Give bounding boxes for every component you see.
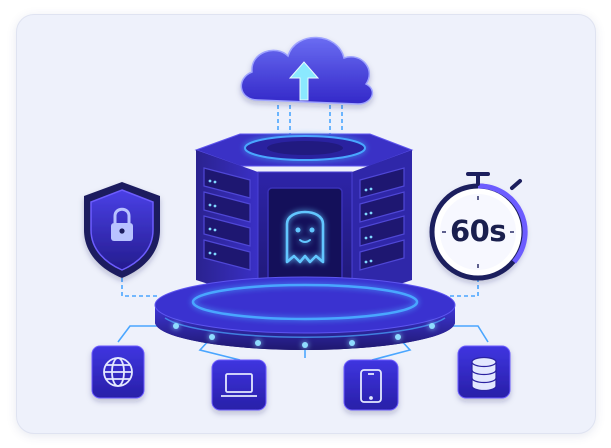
base-platform xyxy=(154,276,456,350)
globe-icon xyxy=(103,357,133,387)
laptop-tile xyxy=(211,359,267,411)
right-drive-lights xyxy=(364,187,373,264)
base-nodes xyxy=(173,323,435,348)
laptop-icon xyxy=(221,373,257,397)
globe-tile xyxy=(91,345,145,399)
timer-label: 60s xyxy=(449,214,507,248)
database-tile xyxy=(457,345,511,399)
smartphone-tile xyxy=(343,359,399,411)
cloud-upload-icon xyxy=(240,36,374,105)
database-icon xyxy=(471,356,497,392)
ghost-icon xyxy=(285,210,325,264)
left-drive-lights xyxy=(208,179,217,256)
right-drive-bays xyxy=(359,167,405,271)
left-drive-bays xyxy=(203,167,251,271)
stopwatch-icon xyxy=(429,172,528,281)
smartphone-icon xyxy=(360,369,382,403)
shield-lock-icon xyxy=(84,182,160,278)
